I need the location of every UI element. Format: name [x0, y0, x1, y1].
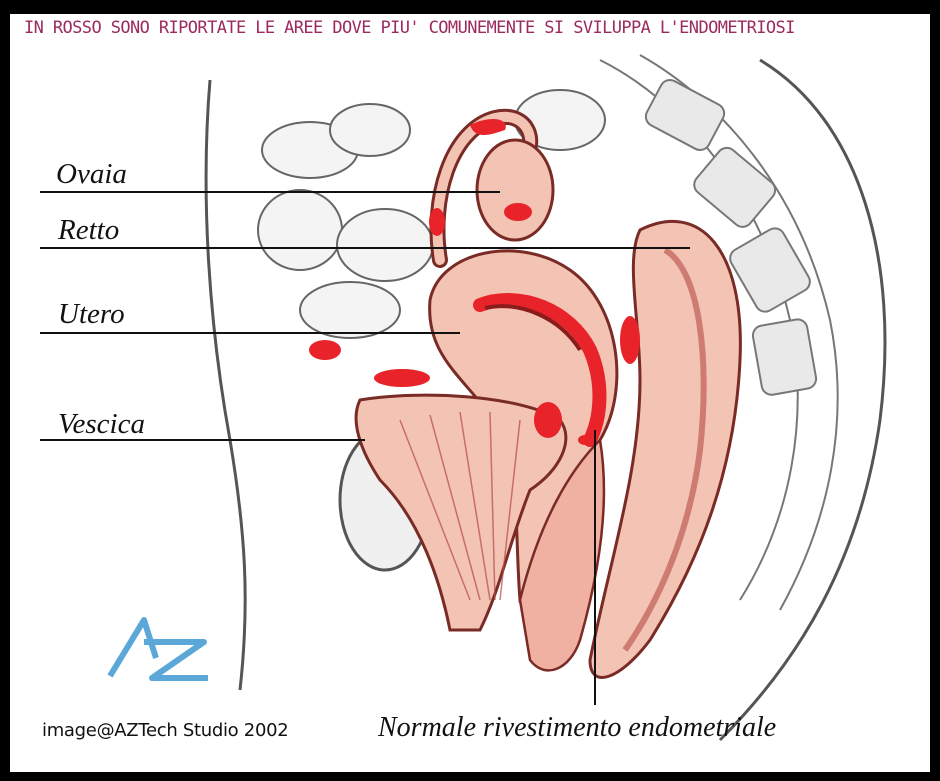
abdomen-outline	[206, 80, 245, 690]
az-logo	[104, 612, 214, 684]
label-retto: Retto	[58, 214, 119, 247]
label-vescica: Vescica	[58, 408, 145, 441]
label-ovaia: Ovaia	[56, 158, 127, 191]
ovary	[477, 140, 553, 240]
rectum	[590, 221, 740, 677]
label-utero: Utero	[58, 298, 125, 331]
image-credit: image@AZTech Studio 2002	[42, 720, 288, 741]
label-endometrial-lining: Normale rivestimento endometriale	[378, 712, 776, 744]
